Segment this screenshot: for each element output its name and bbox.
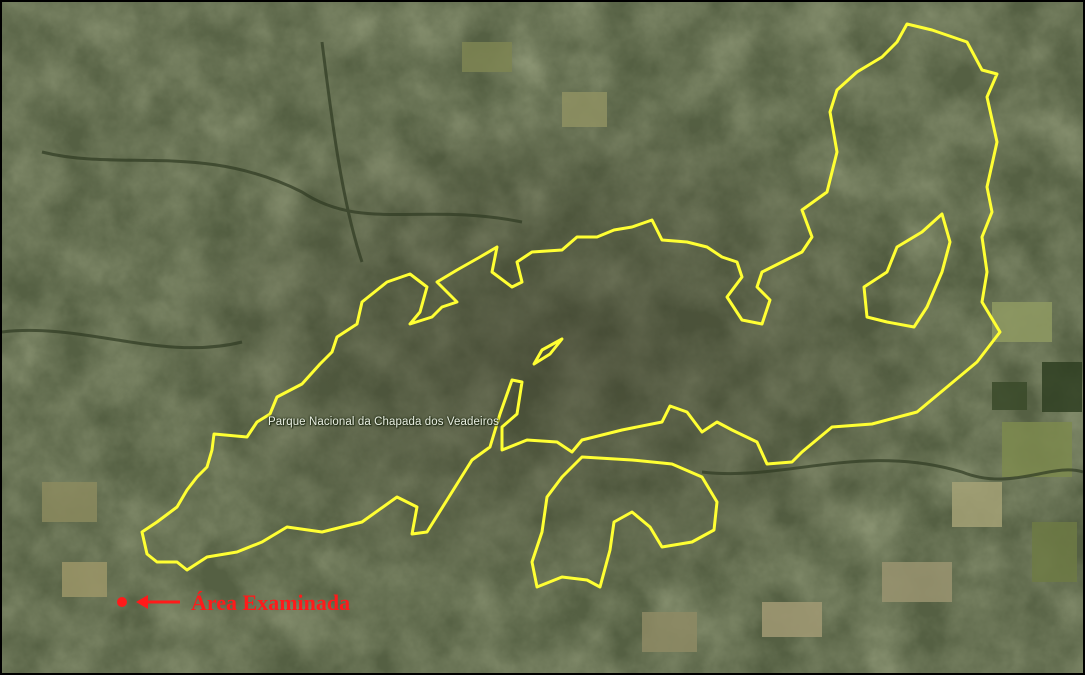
- river-valleys: [2, 41, 1083, 481]
- park-boundary[interactable]: [140, 22, 1002, 572]
- park-boundary-south-lobe[interactable]: [530, 455, 719, 589]
- park-boundary-central-enclave[interactable]: [532, 337, 564, 366]
- left-arrow-icon: [136, 595, 180, 609]
- farm-fields: [42, 42, 1082, 652]
- examined-area-label: Área Examinada: [191, 590, 351, 615]
- examined-area-marker[interactable]: [117, 597, 127, 607]
- park-name-label: Parque Nacional da Chapada dos Veadeiros: [268, 416, 499, 428]
- park-boundary-east-enclave[interactable]: [862, 212, 952, 329]
